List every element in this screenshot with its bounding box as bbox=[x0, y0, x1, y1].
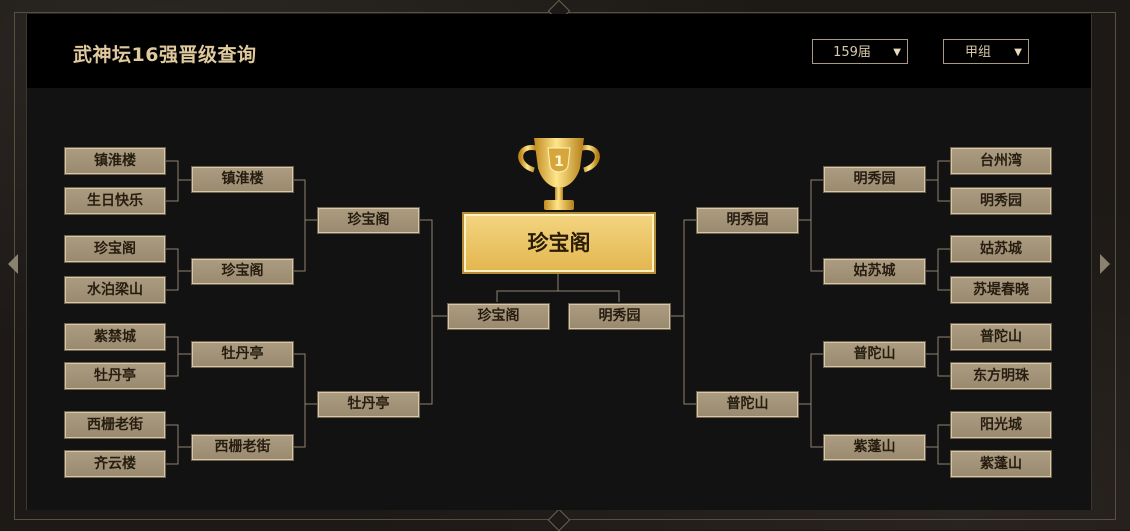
left-qf-team[interactable]: 牡丹亭 bbox=[192, 342, 293, 367]
right-arrow-icon[interactable] bbox=[1100, 254, 1110, 274]
right-r16-team[interactable]: 姑苏城 bbox=[951, 236, 1051, 262]
left-qf-team[interactable]: 镇淮楼 bbox=[192, 167, 293, 192]
group-select[interactable]: 甲组 ▼ bbox=[943, 39, 1029, 64]
right-sf-team[interactable]: 明秀园 bbox=[697, 208, 798, 233]
champion-box: 珍宝阁 bbox=[464, 214, 654, 272]
left-qf-team[interactable]: 珍宝阁 bbox=[192, 259, 293, 284]
right-qf-team[interactable]: 紫蓬山 bbox=[824, 435, 925, 460]
left-r16-team[interactable]: 牡丹亭 bbox=[65, 363, 165, 389]
left-r16-team[interactable]: 镇淮楼 bbox=[65, 148, 165, 174]
left-sf-team[interactable]: 牡丹亭 bbox=[318, 392, 419, 417]
left-r16-team[interactable]: 紫禁城 bbox=[65, 324, 165, 350]
right-qf-team[interactable]: 明秀园 bbox=[824, 167, 925, 192]
right-r16-team[interactable]: 明秀园 bbox=[951, 188, 1051, 214]
right-qf-team[interactable]: 姑苏城 bbox=[824, 259, 925, 284]
left-r16-team[interactable]: 生日快乐 bbox=[65, 188, 165, 214]
left-r16-team[interactable]: 西栅老街 bbox=[65, 412, 165, 438]
right-r16-team[interactable]: 苏堤春晓 bbox=[951, 277, 1051, 303]
right-r16-team[interactable]: 普陀山 bbox=[951, 324, 1051, 350]
right-sf-team[interactable]: 普陀山 bbox=[697, 392, 798, 417]
left-sf-team[interactable]: 珍宝阁 bbox=[318, 208, 419, 233]
right-final-team[interactable]: 明秀园 bbox=[569, 304, 670, 329]
right-r16-team[interactable]: 东方明珠 bbox=[951, 363, 1051, 389]
right-r16-team[interactable]: 台州湾 bbox=[951, 148, 1051, 174]
chevron-down-icon: ▼ bbox=[893, 47, 901, 58]
page-title: 武神坛16强晋级查询 bbox=[73, 44, 257, 66]
season-select[interactable]: 159届 ▼ bbox=[812, 39, 908, 64]
left-r16-team[interactable]: 齐云楼 bbox=[65, 451, 165, 477]
right-r16-team[interactable]: 阳光城 bbox=[951, 412, 1051, 438]
right-qf-team[interactable]: 普陀山 bbox=[824, 342, 925, 367]
season-select-value: 159届 bbox=[833, 45, 871, 60]
header-bar: 武神坛16强晋级查询 159届 ▼ 甲组 ▼ bbox=[27, 14, 1091, 88]
left-r16-team[interactable]: 珍宝阁 bbox=[65, 236, 165, 262]
left-qf-team[interactable]: 西栅老街 bbox=[192, 435, 293, 460]
left-final-team[interactable]: 珍宝阁 bbox=[448, 304, 549, 329]
trophy-icon: 1 bbox=[518, 138, 600, 210]
svg-text:1: 1 bbox=[554, 154, 564, 170]
chevron-down-icon: ▼ bbox=[1014, 47, 1022, 58]
group-select-value: 甲组 bbox=[964, 45, 991, 60]
left-r16-team[interactable]: 水泊梁山 bbox=[65, 277, 165, 303]
left-arrow-icon[interactable] bbox=[8, 254, 18, 274]
right-r16-team[interactable]: 紫蓬山 bbox=[951, 451, 1051, 477]
